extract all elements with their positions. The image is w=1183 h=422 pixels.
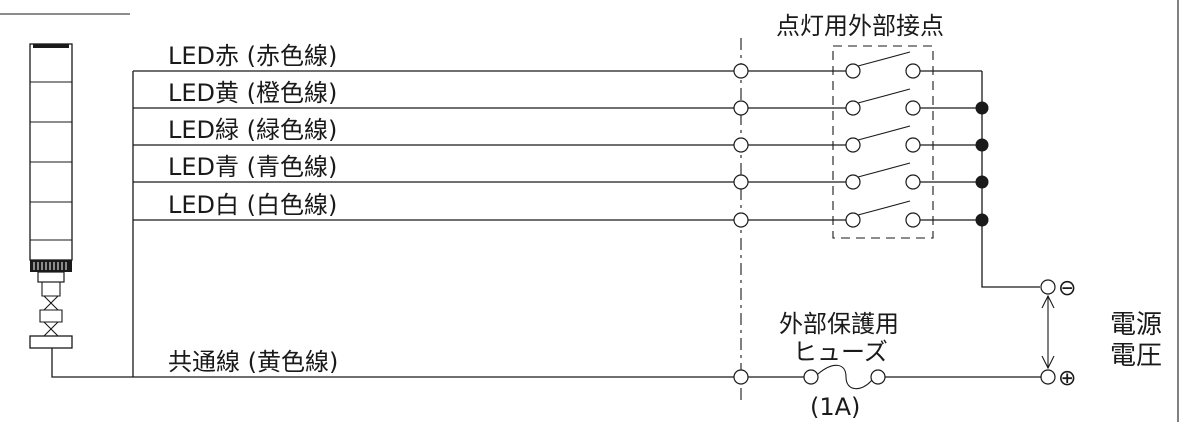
- switch-icon: [845, 200, 921, 228]
- power-label-line1: 電源: [1110, 310, 1162, 340]
- power-label-line2: 電圧: [1110, 341, 1162, 371]
- plus-symbol: ⊕: [1058, 366, 1076, 391]
- terminal: [733, 100, 749, 116]
- switch-icon: [845, 125, 921, 153]
- contact-block-outline: [832, 45, 934, 239]
- fuse-rating: (1A): [810, 393, 860, 421]
- signal-wires: [133, 70, 741, 378]
- fuse-labels: 外部保護用 ヒューズ (1A): [779, 310, 899, 421]
- fuse-label-line2: ヒューズ: [793, 338, 888, 366]
- fuse-label-line1: 外部保護用: [779, 310, 899, 338]
- contact-switches: [845, 51, 921, 228]
- contact-feed-wires: [748, 70, 846, 221]
- terminal: [733, 137, 749, 153]
- wire-label-green: LED緑 (緑色線): [168, 116, 337, 144]
- switch-icon: [845, 51, 921, 79]
- minus-symbol: ⊖: [1058, 276, 1076, 301]
- switch-icon: [845, 162, 921, 190]
- switch-icon: [845, 88, 921, 116]
- signal-tower-icon: [29, 43, 73, 349]
- wire-label-white: LED白 (白色線): [168, 191, 337, 219]
- common-wire-label: 共通線 (黄色線): [168, 348, 338, 376]
- wire-label-red: LED赤 (赤色線): [168, 42, 337, 70]
- wire-bus: [51, 71, 134, 378]
- junction-dot: [975, 175, 989, 189]
- terminal: [733, 174, 749, 190]
- junction-dot: [975, 138, 989, 152]
- power-supply: ⊖ ⊕ 電源 電圧: [1040, 276, 1162, 391]
- junction-dot: [975, 213, 989, 227]
- connector-terminals: [733, 63, 749, 385]
- wire-label-yellow: LED黄 (橙色線): [168, 79, 337, 107]
- terminal: [733, 369, 749, 385]
- junction-dot: [975, 101, 989, 115]
- junction-nodes: [975, 101, 989, 227]
- plus-terminal: [1040, 369, 1056, 385]
- common-line: [748, 364, 1041, 390]
- wire-label-blue: LED青 (青色線): [168, 153, 337, 181]
- contact-block-label: 点灯用外部接点: [776, 12, 944, 40]
- terminal: [733, 63, 749, 79]
- fuse-icon: [817, 364, 873, 390]
- wire-labels: LED赤 (赤色線) LED黄 (橙色線) LED緑 (緑色線) LED青 (青…: [160, 42, 400, 376]
- minus-terminal: [1040, 279, 1056, 295]
- terminal: [733, 212, 749, 228]
